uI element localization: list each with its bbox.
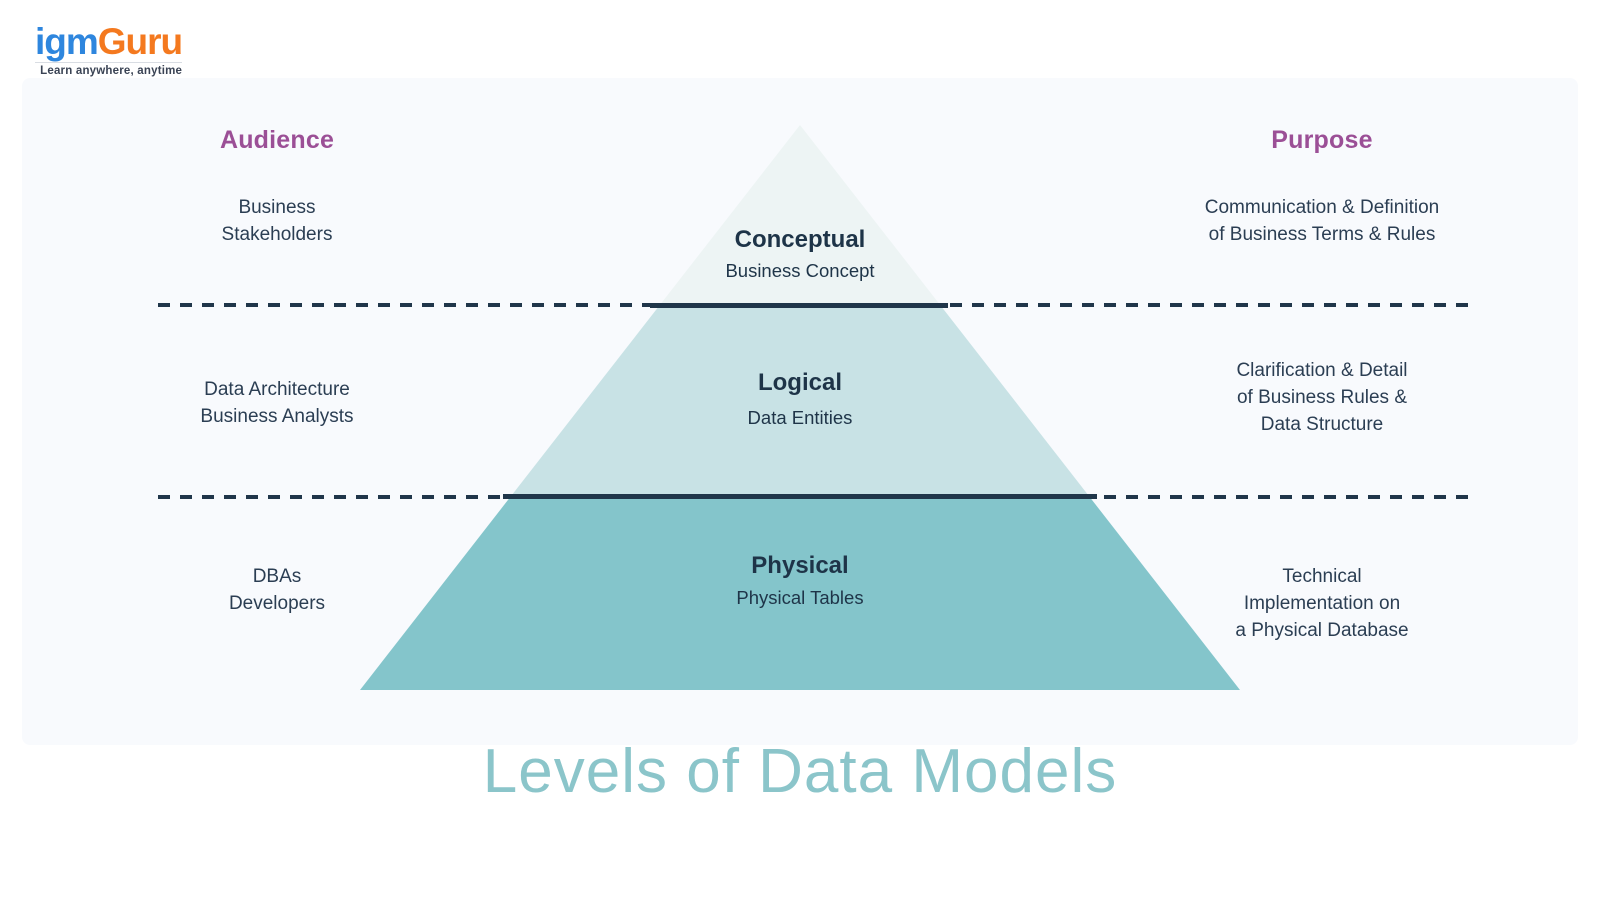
page-title: Levels of Data Models (482, 737, 1118, 806)
audience-conceptual: Business Stakeholders (221, 197, 333, 245)
level-conceptual-name: Conceptual (734, 226, 866, 253)
igmguru-logo: igmGuru Learn anywhere, anytime (35, 21, 183, 77)
purpose-physical: Technical Implementation on a Physical D… (1235, 566, 1409, 641)
level-conceptual-descriptor: Business Concept (725, 260, 875, 281)
divider-solid-logical-physical (503, 494, 1097, 499)
audience-physical: DBAs Developers (228, 566, 326, 614)
divider-solid-conceptual-logical (650, 303, 948, 308)
audience-logical: Data Architecture Business Analysts (200, 379, 354, 427)
audience-column-header: Audience (219, 126, 335, 154)
logo-part-igm: igm (35, 21, 99, 62)
logo-wordmark: igmGuru (35, 21, 183, 62)
logo-tagline: Learn anywhere, anytime (35, 62, 183, 77)
level-physical-name: Physical (751, 552, 849, 579)
logo-part-guru: Guru (97, 21, 183, 62)
level-logical-name: Logical (757, 369, 842, 396)
level-physical-descriptor: Physical Tables (736, 587, 864, 608)
level-logical-descriptor: Data Entities (747, 407, 853, 428)
purpose-column-header: Purpose (1271, 126, 1373, 154)
purpose-conceptual: Communication & Definition of Business T… (1204, 197, 1440, 245)
purpose-logical: Clarification & Detail of Business Rules… (1236, 360, 1408, 435)
